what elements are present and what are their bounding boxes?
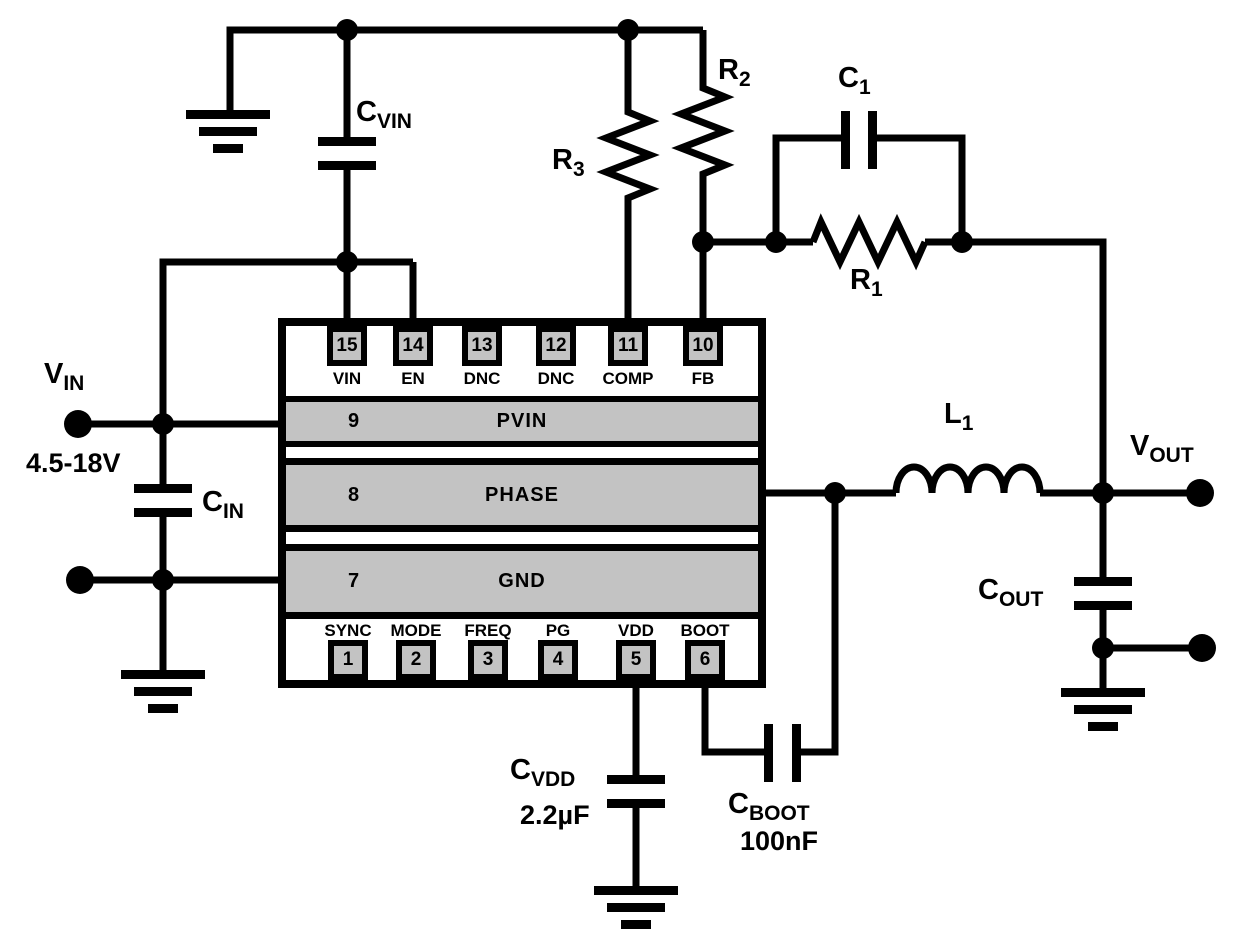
junction-dots: [152, 19, 1114, 659]
ic-pin-label-comp: COMP: [602, 369, 654, 388]
label-cboot: CBOOT: [728, 788, 810, 825]
resistor-r2: [671, 30, 735, 330]
label-cvdd-value: 2.2µF: [520, 800, 590, 830]
ic-pin-label-en: EN: [401, 369, 425, 388]
pin-number: 13: [471, 335, 493, 356]
capacitor-cvdd: [607, 775, 665, 808]
wire-top-rail: [226, 26, 703, 112]
ground-symbol-top-left: [186, 110, 270, 153]
ground-symbol-cin: [121, 670, 205, 713]
capacitor-c1: [841, 111, 877, 169]
ic-pin-label-dnc2: DNC: [537, 369, 575, 388]
terminal-dots: [64, 410, 1216, 662]
label-r2: R2: [718, 54, 751, 91]
capacitor-cvin: [318, 137, 376, 170]
wire-left-branch: [159, 258, 413, 487]
label-l1: L1: [944, 398, 974, 435]
ic-row-number: 9: [348, 410, 360, 432]
label-vin-range: 4.5-18V: [26, 448, 121, 478]
ic-row-phase: 8 PHASE: [286, 458, 758, 532]
capacitor-cin: [134, 484, 192, 517]
pin-number: 4: [552, 649, 564, 670]
resistor-r3: [596, 30, 660, 330]
ic-row-name: GND: [498, 570, 546, 592]
ic-pin-label-freq: FREQ: [464, 621, 512, 640]
ic-pin-label-mode: MODE: [390, 621, 442, 640]
ic-pin-label-boot: BOOT: [680, 621, 730, 640]
resistor-r1: [809, 213, 929, 271]
capacitor-cout: [1074, 577, 1132, 610]
ic-row-pvin: 9 PVIN: [286, 396, 758, 447]
ic-row-name: PHASE: [485, 483, 559, 506]
ic-pin-box-5: 5: [616, 640, 656, 680]
ic-pin-label-vin: VIN: [332, 369, 362, 388]
pin-number: 2: [410, 649, 422, 670]
ground-symbol-cout: [1061, 688, 1145, 731]
ground-symbol-cvdd: [594, 886, 678, 929]
label-c1: C1: [838, 62, 871, 99]
pin-number: 10: [692, 335, 714, 356]
ic-pin-label-fb: FB: [691, 369, 715, 388]
ic-pin-box-2: 2: [396, 640, 436, 680]
label-vout: VOUT: [1130, 430, 1194, 467]
pin-number: 12: [545, 335, 567, 356]
ic-pin-box-6: 6: [685, 640, 725, 680]
ic-pin-box-10: 10: [683, 326, 723, 366]
ic-pin-label-vdd: VDD: [618, 621, 654, 640]
label-r3: R3: [552, 144, 585, 181]
ic-pin-label-sync: SYNC: [324, 621, 372, 640]
ic-row-name: PVIN: [496, 410, 548, 432]
ic-pin-label-pg: PG: [545, 621, 571, 640]
ic-pin-box-13: 13: [462, 326, 502, 366]
wire-cboot-right: [800, 493, 839, 756]
ic-pin-box-11: 11: [608, 326, 648, 366]
ic-row-gnd: 7 GND: [286, 544, 758, 619]
ic-pin-label-dnc1: DNC: [463, 369, 501, 388]
inductor-l1: [892, 463, 1044, 494]
pin-number: 11: [617, 335, 639, 356]
ic-row-number: 7: [348, 570, 360, 592]
label-vin: VIN: [44, 358, 85, 395]
ic-pin-box-1: 1: [328, 640, 368, 680]
capacitor-cboot: [764, 724, 801, 782]
pin-number: 5: [630, 649, 642, 670]
ic-row-number: 8: [348, 483, 360, 506]
wire-cboot-left: [701, 684, 766, 756]
pin-number: 15: [336, 335, 358, 356]
ic-pin-box-3: 3: [468, 640, 508, 680]
label-cboot-value: 100nF: [740, 826, 819, 856]
pin-number: 1: [342, 649, 354, 670]
wire-c1-left: [772, 134, 843, 242]
label-cvin: CVIN: [356, 96, 412, 133]
label-r1: R1: [850, 264, 883, 301]
label-cvdd: CVDD: [510, 754, 576, 791]
wire-c1-right: [875, 134, 966, 242]
ic-block: 15 14 13 12 11 10 VIN EN DNC DNC COMP FB…: [278, 318, 766, 688]
pin-number: 3: [482, 649, 494, 670]
label-cin: CIN: [202, 486, 244, 523]
label-cout: COUT: [978, 574, 1044, 611]
pin-number: 14: [402, 335, 424, 356]
wire-r1-to-vout-column: [925, 238, 1107, 493]
ic-pin-box-12: 12: [536, 326, 576, 366]
ic-pin-box-4: 4: [538, 640, 578, 680]
ic-pin-box-15: 15: [327, 326, 367, 366]
ic-pin-box-14: 14: [393, 326, 433, 366]
pin-number: 6: [699, 649, 711, 670]
